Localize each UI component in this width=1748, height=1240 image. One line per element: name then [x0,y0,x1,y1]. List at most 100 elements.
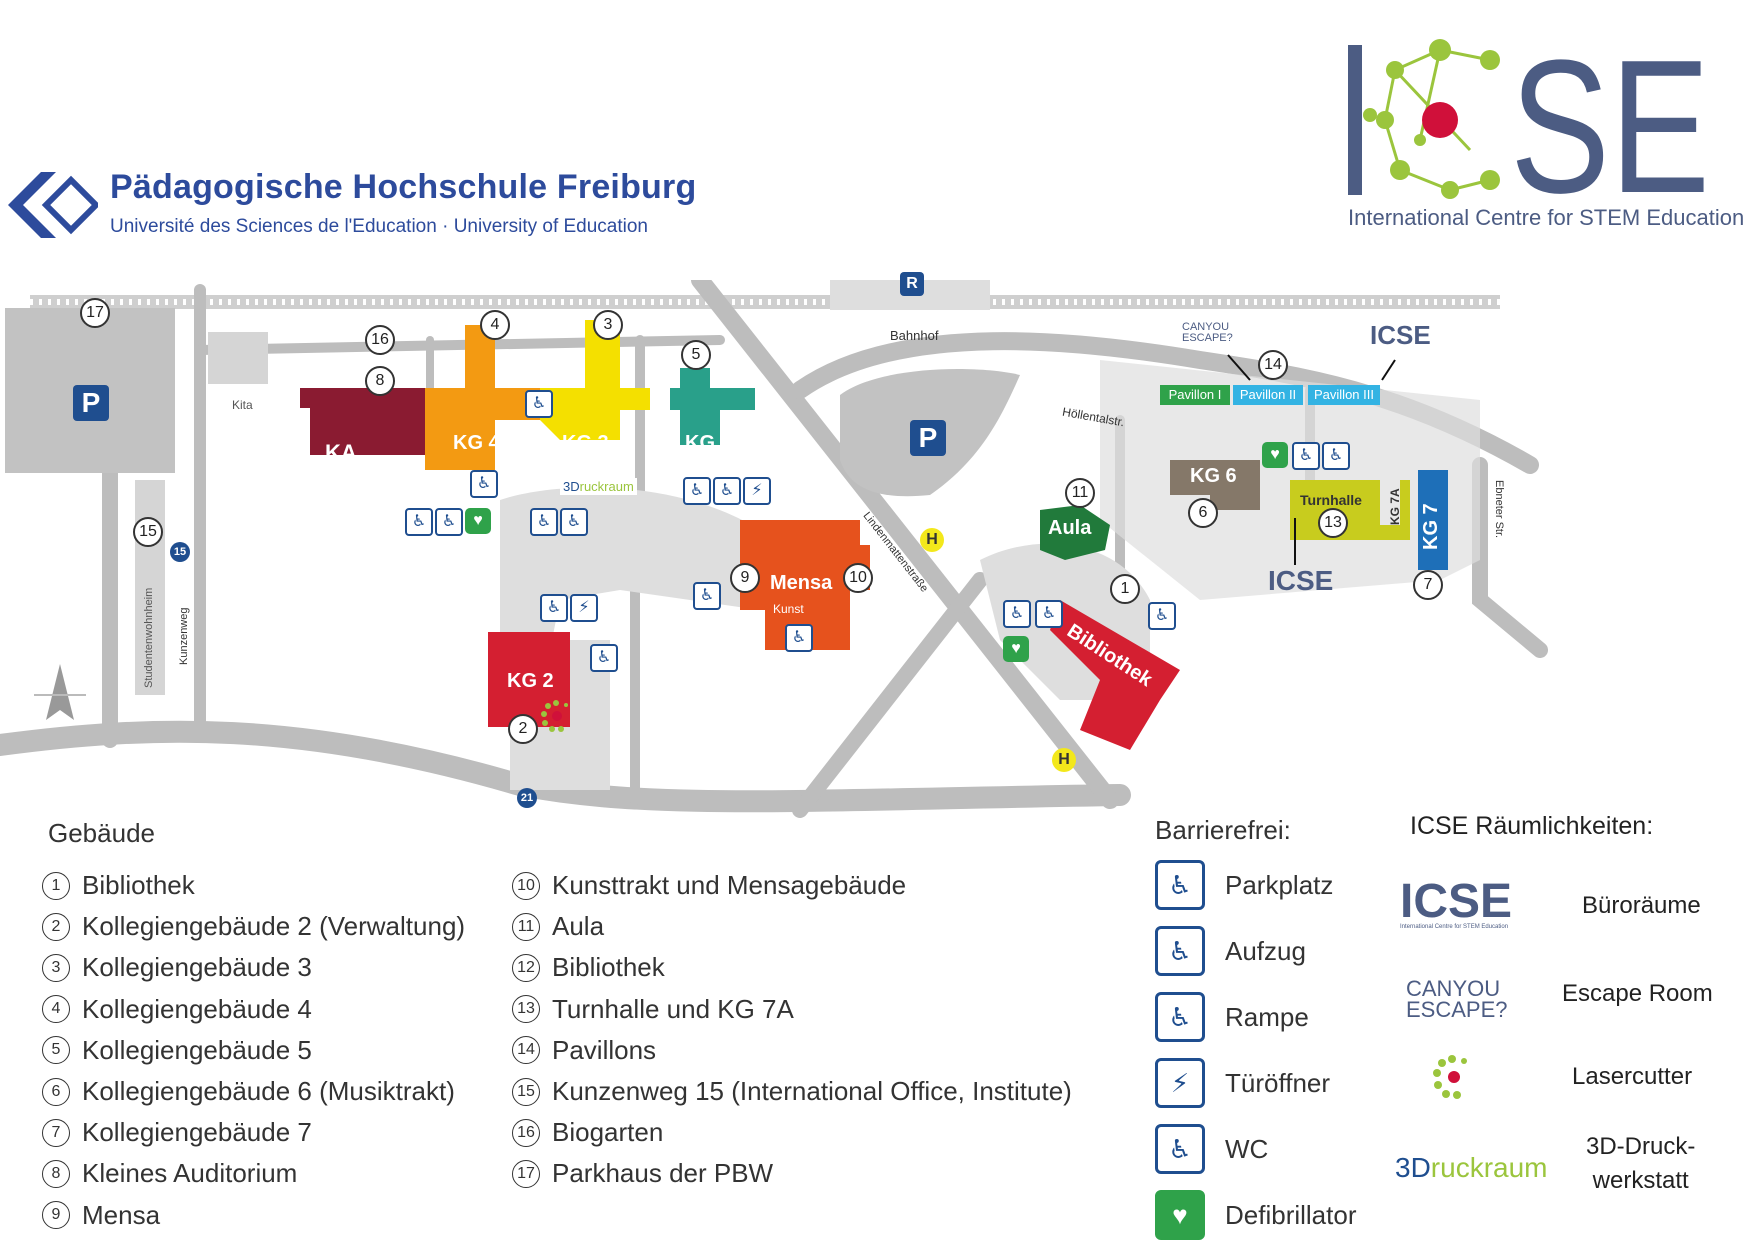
legend-icse-title: ICSE Räumlichkeiten: [1410,812,1654,840]
elevator-icon[interactable]: ♿ [530,508,558,536]
defibrillator-icon[interactable]: ♥ [1262,442,1288,468]
legend-number-marker: 2 [42,912,70,941]
turnhalle-label: Turnhalle [1300,492,1362,508]
kita-label: Kita [232,398,253,412]
marker-7[interactable]: 7 [1413,570,1443,600]
legend-accessibility-label: Parkplatz [1225,870,1334,900]
ka-label: KA [325,440,357,465]
wc-icon[interactable]: ♿ [560,508,588,536]
door-opener-icon[interactable]: ⚡ [743,477,771,505]
pavillon-3[interactable]: Pavillon III [1308,385,1380,405]
building-kg4 [425,325,540,470]
marker-14[interactable]: 14 [1258,350,1288,380]
defibrillator-icon[interactable]: ♥ [465,508,491,534]
legend-number-marker: 6 [42,1077,70,1106]
wheelchair-parking-icon[interactable]: ♿ [525,390,553,418]
elevator-icon[interactable]: ♿ [683,477,711,505]
bus-stop-icon[interactable]: H [920,528,944,552]
wheelchair-parking-icon: ♿ [1155,860,1205,910]
bus-stop-icon[interactable]: H [1052,748,1076,772]
parking-icon[interactable]: P [73,385,109,421]
marker-5[interactable]: 5 [681,340,711,370]
train-station-icon: R [900,272,924,296]
parking-icon[interactable]: P [910,420,946,456]
pavillon-2[interactable]: Pavillon II [1233,385,1303,405]
legend-number-marker: 10 [512,871,540,900]
lasercutter-icon[interactable] [540,700,572,737]
legend-building-label: Kollegiengebäude 6 (Musiktrakt) [82,1076,455,1106]
marker-15[interactable]: 15 [133,517,163,547]
icse-map-logo: ICSE [1370,320,1431,350]
kg6-label: KG 6 [1190,465,1237,487]
ph-freiburg-logo-icon [6,170,101,245]
wc-icon[interactable]: ♿ [713,477,741,505]
aula-label: Aula [1048,517,1092,539]
legend-number-marker: 1 [42,871,70,900]
map-roads [0,280,1548,818]
marker-6[interactable]: 6 [1188,498,1218,528]
legend-building-label: Kollegiengebäude 2 (Verwaltung) [82,911,466,942]
marker-3[interactable]: 3 [593,310,623,340]
legend-building-label: Turnhalle und KG 7A [552,993,794,1024]
lasercutter-icon [1432,1055,1472,1106]
pointer-arrows [1227,354,1396,565]
ramp-icon[interactable]: ♿ [540,594,568,622]
canyouescape-logo-icon: CANYOU ESCAPE? [1406,976,1508,1022]
wheelchair-parking-icon[interactable]: ♿ [590,644,618,672]
campus-map[interactable]: R Bahnhof P P Kita KA Kleines Auditorium… [0,272,1560,820]
marker-1[interactable]: 1 [1110,574,1140,604]
druckraum-map-label[interactable]: 3Druckraum [560,478,637,495]
wc-icon[interactable]: ♿ [1292,442,1320,470]
legend-building-label: Kollegiengebäude 7 [82,1117,312,1148]
marker-17[interactable]: 17 [80,298,110,328]
legend-building-label: Kleines Auditorium [82,1158,298,1189]
marker-2[interactable]: 2 [508,714,538,744]
door-opener-icon: ⚡ [1155,1058,1205,1108]
building-kg5 [670,368,755,445]
kg3-label: KG 3 [562,432,609,454]
marker-16[interactable]: 16 [365,325,395,355]
wc-icon[interactable]: ♿ [470,470,498,498]
ramp-icon[interactable]: ♿ [405,508,433,536]
door-opener-icon[interactable]: ⚡ [570,594,598,622]
marker-4[interactable]: 4 [480,310,510,340]
marker-11[interactable]: 11 [1065,478,1095,508]
legend-number-marker: 9 [42,1201,70,1230]
defibrillator-icon: ♥ [1155,1190,1205,1240]
bus-line-badge: 15 [170,542,190,562]
legend-number-marker: 5 [42,1036,70,1065]
elevator-icon: ♿ [1155,926,1205,976]
elevator-icon[interactable]: ♿ [1322,442,1350,470]
wc-icon[interactable]: ♿ [785,624,813,652]
wc-icon[interactable]: ♿ [1003,600,1031,628]
marker-13[interactable]: 13 [1318,508,1348,538]
legend-building-label: Bibliothek [552,952,665,983]
building-aula [1040,505,1110,560]
wheelchair-parking-icon[interactable]: ♿ [1148,602,1176,630]
marker-9[interactable]: 9 [730,563,760,593]
marker-10[interactable]: 10 [843,563,873,593]
pavillon-1[interactable]: Pavillon I [1160,385,1230,405]
elevator-icon[interactable]: ♿ [693,582,721,610]
ramp-icon: ♿ [1155,992,1205,1042]
university-name: Pädagogische Hochschule Freiburg [110,168,697,206]
legend-accessibility-label: WC [1225,1134,1269,1164]
legend-icse-label: 3D-Druck- werkstatt [1586,1133,1696,1194]
mensa-label: Mensa [770,572,833,594]
defibrillator-icon[interactable]: ♥ [1003,636,1029,662]
elevator-icon[interactable]: ♿ [1035,600,1063,628]
ka-sublabel: Kleines Auditorium [325,466,383,494]
building-mensa [740,520,870,650]
legend-number-marker: 8 [42,1159,70,1188]
legend-building-item: 8 Kleines Auditorium [42,1158,297,1189]
marker-8[interactable]: 8 [365,366,395,396]
wheelchair-parking-icon[interactable]: ♿ [435,508,463,536]
